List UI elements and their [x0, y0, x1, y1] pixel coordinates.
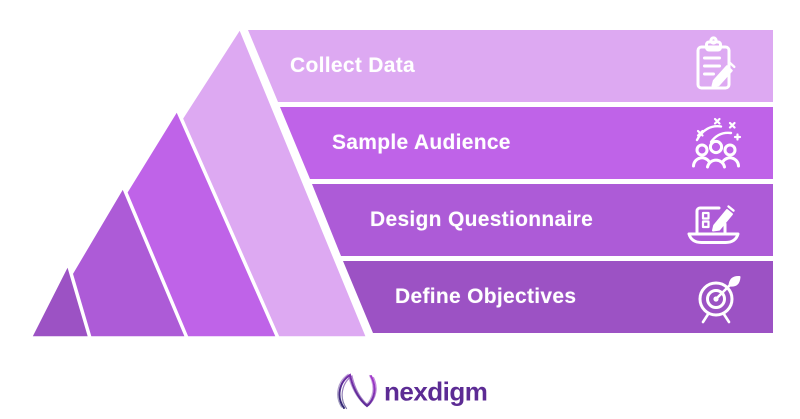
stage-label-design-questionnaire: Design Questionnaire	[370, 208, 594, 231]
stage-label-collect-data: Collect Data	[290, 54, 415, 77]
nexdigm-logo-mark	[337, 373, 377, 410]
nexdigm-logo-text: nexdigm	[384, 376, 488, 407]
stage-bar-design-questionnaire	[312, 184, 773, 256]
stage-bar-define-objectives	[343, 261, 773, 333]
stage-bar-collect-data	[248, 30, 773, 102]
stage-bar-sample-audience	[280, 107, 773, 179]
stage-label-define-objectives: Define Objectives	[395, 285, 577, 308]
clipboard-edit-icon	[696, 36, 736, 90]
mountain-peak-4	[28, 261, 92, 340]
target-arrow-icon	[698, 275, 741, 324]
laptop-questionnaire-icon	[687, 205, 740, 244]
stage-label-sample-audience: Sample Audience	[332, 131, 511, 154]
audience-icon	[692, 117, 742, 169]
